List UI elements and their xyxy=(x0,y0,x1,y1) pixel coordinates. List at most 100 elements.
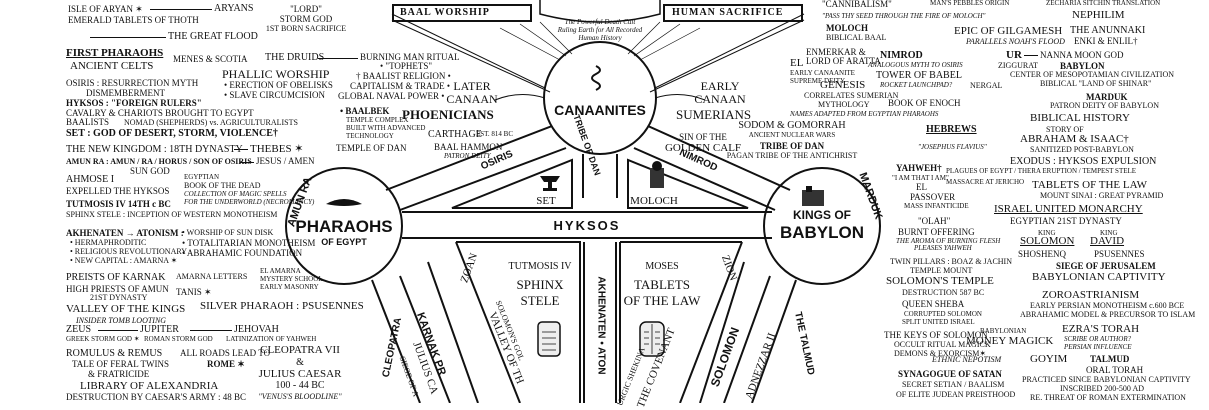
destruction-587: DESTRUCTION 587 BC xyxy=(902,288,985,297)
baalbek: • BAALBEK xyxy=(340,106,390,116)
ezras-torah: EZRA'S TORAH xyxy=(1062,323,1140,335)
book-dead-3: COLLECTION OF MAGIC SPELLS xyxy=(184,190,287,198)
canaanites-title: CANAANITES xyxy=(554,102,646,118)
josephus: "JOSEPHUS FLAVIUS" xyxy=(918,143,987,151)
temple-complex: TEMPLE COMPLEX xyxy=(346,116,409,124)
babylon-title: BABYLON xyxy=(779,223,865,242)
feral-twins: TALE OF FERAL TWINS xyxy=(72,359,170,369)
synagogue-satan: SYNAGOGUE OF SATAN xyxy=(898,369,1002,379)
hebrews: HEBREWS xyxy=(926,124,977,135)
parallels-noah: PARALLELS NOAH'S FLOOD xyxy=(966,37,1065,46)
mount-sinai: MOUNT SINAI : GREAT PYRAMID xyxy=(1040,191,1164,200)
correlates-sumerian: CORRELATES SUMERIAN xyxy=(804,91,899,100)
carthage: CARTHAGE xyxy=(428,129,482,140)
passover: PASSOVER xyxy=(910,192,956,202)
oral-torah: ORAL TORAH xyxy=(1086,365,1144,375)
high-priests: HIGH PRIESTS OF AMUN xyxy=(66,284,169,294)
stele-tablet-icon xyxy=(537,321,561,357)
golden-calf: GOLDEN CALF xyxy=(664,142,742,154)
ancient-celts: ANCIENT CELTS xyxy=(70,60,154,72)
of-egypt-title: OF EGYPT xyxy=(321,237,367,247)
epic-gilgamesh: EPIC OF GILGAMESH xyxy=(954,25,1063,37)
names-adapted: NAMES ADAPTED FROM EGYPTIAN PHARAOHS xyxy=(790,110,939,118)
king-solomon: SOLOMON xyxy=(1020,235,1075,247)
biblical-shinar: BIBLICAL "LAND OF SHINAR" xyxy=(1040,79,1152,88)
library-destruction: DESTRUCTION BY CAESAR'S ARMY : 48 BC xyxy=(66,392,246,402)
roman-storm-god: ROMAN STORM GOD xyxy=(144,335,213,343)
rome: ROME ✶ xyxy=(207,359,245,369)
mythology: MYTHOLOGY xyxy=(818,100,870,109)
inscribed: INSCRIBED 200-500 AD xyxy=(1060,384,1145,393)
talmud: TALMUD xyxy=(1090,354,1130,364)
demons-exorcism: DEMONS & EXORCISM✶ xyxy=(894,349,987,358)
retreat-roman: RE. THREAT OF ROMAN EXTERMINATION xyxy=(1030,393,1186,402)
zecharia-label: ZECHARIA SITCHIN TRANSLATION xyxy=(1046,0,1161,7)
emerald-tablets: EMERALD TABLETS OF THOTH xyxy=(68,15,199,25)
dismemberment: DISMEMBERMENT xyxy=(86,88,166,98)
temple-mount: TEMPLE MOUNT xyxy=(910,266,973,275)
caesar-dates: 100 - 44 BC xyxy=(275,380,325,391)
early-canaan-label: CANAAN xyxy=(694,92,746,106)
isle-aryan: ISLE OF ARYAN ✶ xyxy=(68,4,143,14)
twin-pillars: TWIN PILLARS : BOAZ & JACHIN xyxy=(890,257,1012,266)
queen-sheba: QUEEN SHEBA xyxy=(902,299,965,309)
ahmose: AHMOSE I xyxy=(66,174,115,185)
latinization: LATINIZATION OF YAHWEH xyxy=(226,335,317,343)
occult-ritual: OCCULT RITUAL MAGICK xyxy=(894,340,991,349)
cleopatra-amp: & xyxy=(296,357,304,368)
tower-babel: TOWER OF BABEL xyxy=(876,70,962,81)
babylonian-label: BABYLONIAN xyxy=(980,327,1027,335)
zeus: ZEUS xyxy=(66,324,91,335)
pagan-tribe: PAGAN TRIBE OF THE ANTICHRIST xyxy=(726,151,858,160)
olah: "OLAH" xyxy=(918,216,951,226)
cannibalism-label: "CANNIBALISM" xyxy=(822,0,892,9)
baalists: BAALISTS xyxy=(66,117,110,127)
amun-ra-desc: AMUN RA : AMUN / RA / HORUS / SON OF OSI… xyxy=(66,157,252,166)
patron-babylon: PATRON DEITY OF BABYLON xyxy=(1050,101,1159,110)
marduk: MARDUK xyxy=(1086,92,1128,102)
julius-caesar: JULIUS CAESAR xyxy=(258,368,342,380)
money-magick: MONEY MAGICK xyxy=(966,335,1054,347)
pharaohs-title: PHARAOHS xyxy=(295,217,393,236)
kings-of-title: KINGS OF xyxy=(792,208,852,222)
death-cult-line-1: The Powerful Death Cult xyxy=(564,18,636,26)
early-canaanite: EARLY CANAANITE xyxy=(790,69,855,77)
silver-pharaoh: SILVER PHARAOH : PSUSENNES xyxy=(200,300,364,312)
el-deity: EL xyxy=(790,57,804,69)
sun-god: SUN GOD xyxy=(130,166,170,176)
book-dead-4: FOR THE UNDERWORLD (NECROMANCY) xyxy=(184,198,315,206)
jupiter: JUPITER xyxy=(140,324,179,335)
massacre-jericho: MASSACRE AT JERICHO xyxy=(946,178,1025,186)
phallic-worship: PHALLIC WORSHIP xyxy=(222,67,330,81)
pleases-yahweh: PLEASES YAHWEH xyxy=(914,244,972,252)
ur: UR xyxy=(1006,49,1022,61)
book-dead-1: EGYPTIAN xyxy=(184,173,219,181)
solomons-temple: SOLOMON'S TEMPLE xyxy=(886,275,994,287)
tophets: • "TOPHETS" xyxy=(380,61,433,71)
baal-worship-banner xyxy=(392,4,532,22)
druids: THE DRUIDS xyxy=(265,52,325,63)
baal-worship-label: BAAL WORSHIP xyxy=(400,7,490,18)
capitalism-trade: CAPITALISM & TRADE • xyxy=(350,81,451,91)
babylon-top: BABYLON xyxy=(1060,61,1105,71)
center-meso: CENTER OF MESOPOTAMIAN CIVILIZATION xyxy=(1010,70,1175,79)
dynasty-21: 21ST DYNASTY xyxy=(90,293,148,302)
rocket-launchpad: ROCKET LAUNCHPAD? xyxy=(880,81,953,89)
pharaohs-circle xyxy=(285,167,403,285)
nephilim: NEPHILIM xyxy=(1072,9,1125,21)
thebes: THEBES ✶ xyxy=(250,143,304,155)
fratricide: & FRATRICIDE xyxy=(88,369,150,379)
serpent-icon xyxy=(591,65,601,91)
nanna-moon: NANNA MOON GOD xyxy=(1040,50,1124,60)
genesis: GENESIS xyxy=(820,79,866,91)
human-sacrifice-banner xyxy=(663,4,803,22)
early-masonry: EARLY MASONRY xyxy=(260,283,319,291)
zoroastrianism: ZOROASTRIANISM xyxy=(1042,289,1140,301)
tutmosis-panel: TUTMOSIS IV xyxy=(508,261,572,272)
canaan-label: CANAAN xyxy=(446,92,498,106)
expelled-hyksos: EXPELLED THE HYKSOS xyxy=(66,186,170,196)
i-am: "I AM THAT I AM" xyxy=(892,174,949,182)
all-roads: ALL ROADS LEAD TO xyxy=(180,348,271,358)
carthage-est: EST. 814 BC xyxy=(476,130,514,138)
